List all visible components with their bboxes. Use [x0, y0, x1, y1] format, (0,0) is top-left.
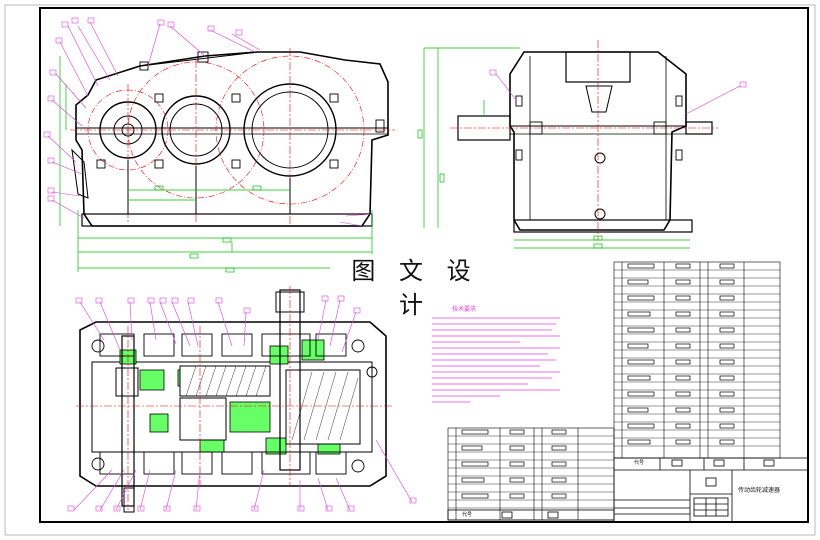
side-base: [513, 219, 693, 233]
side-leaders: [489, 69, 747, 115]
watermark-text: 图 文 设 计: [330, 254, 500, 319]
side-view: [417, 40, 747, 249]
outer-border: [4, 4, 816, 536]
front-housing-outline: [75, 51, 389, 227]
plan-housing-outline: [79, 321, 387, 487]
daihao-label-left: 代号: [462, 512, 473, 518]
title-block: [447, 457, 809, 523]
front-base: [81, 213, 373, 227]
side-drain-plug: [594, 152, 606, 164]
side-center-boss: [585, 85, 613, 113]
parts-list-lower: [447, 427, 615, 521]
front-oil-gauge: [71, 148, 89, 199]
plan-input-shaft-end: [123, 487, 135, 513]
side-drain-plug-2: [594, 208, 606, 220]
side-dimensions: [417, 47, 690, 249]
front-bolts: [96, 51, 385, 169]
side-bolts: [515, 95, 683, 161]
technical-requirements: [432, 317, 560, 403]
technical-requirements-heading: 技术要求: [452, 306, 477, 313]
daihao-label-right: 代号: [634, 460, 645, 466]
plan-gears: [115, 365, 361, 445]
plan-leaders: [67, 295, 417, 512]
title-block-name: 传动齿轮减速器: [737, 487, 780, 494]
plan-corner-bolts: [91, 339, 378, 473]
front-view: [43, 17, 395, 273]
plan-bearing-caps: [99, 333, 347, 475]
front-cover-line: [139, 51, 259, 67]
drawing-frame: [39, 7, 809, 523]
parts-list-right: [613, 261, 781, 459]
plan-view: [67, 286, 417, 513]
front-leaders: [43, 17, 373, 227]
